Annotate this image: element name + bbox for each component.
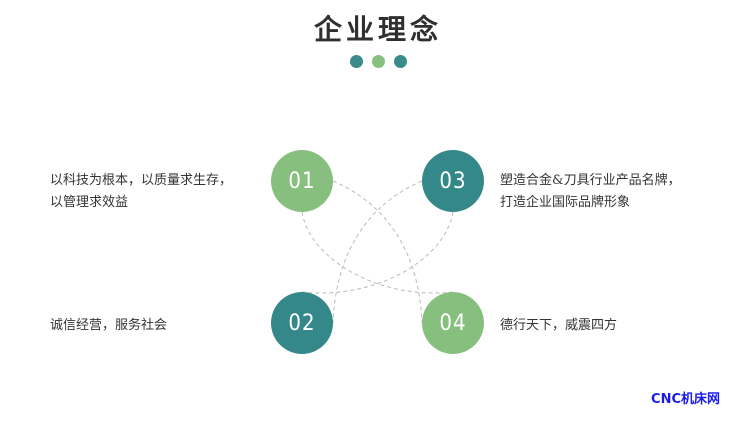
page-title: 企业理念	[313, 13, 442, 46]
text-03-line-2: 打造企业国际品牌形象	[500, 195, 631, 210]
text-03-line-1: 塑造合金&刀具行业产品名牌，	[500, 173, 681, 188]
number-02: 02	[288, 310, 316, 336]
dot-teal-left	[350, 55, 363, 68]
number-03: 03	[439, 168, 467, 194]
dot-teal-right	[394, 55, 407, 68]
dot-green-middle	[372, 55, 385, 68]
circle-01: 01	[271, 150, 333, 212]
number-04: 04	[439, 310, 467, 336]
text-04-line-1: 德行天下，威震四方	[500, 318, 618, 333]
circle-03: 03	[422, 150, 484, 212]
text-04: 德行天下，威震四方	[500, 315, 617, 337]
text-01: 以科技为根本，以质量求生存， 以管理求效益	[50, 170, 232, 214]
decorative-dots	[0, 55, 756, 69]
watermark-logo: CNC机床网	[651, 392, 720, 407]
circle-04: 04	[422, 292, 484, 354]
circle-02: 02	[271, 292, 333, 354]
text-03: 塑造合金&刀具行业产品名牌， 打造企业国际品牌形象	[500, 170, 681, 214]
text-02-line-1: 诚信经营，服务社会	[50, 318, 168, 333]
text-01-line-2: 以管理求效益	[50, 195, 129, 210]
text-01-line-1: 以科技为根本，以质量求生存，	[50, 173, 233, 188]
text-02: 诚信经营，服务社会	[50, 315, 167, 337]
number-01: 01	[288, 168, 316, 194]
